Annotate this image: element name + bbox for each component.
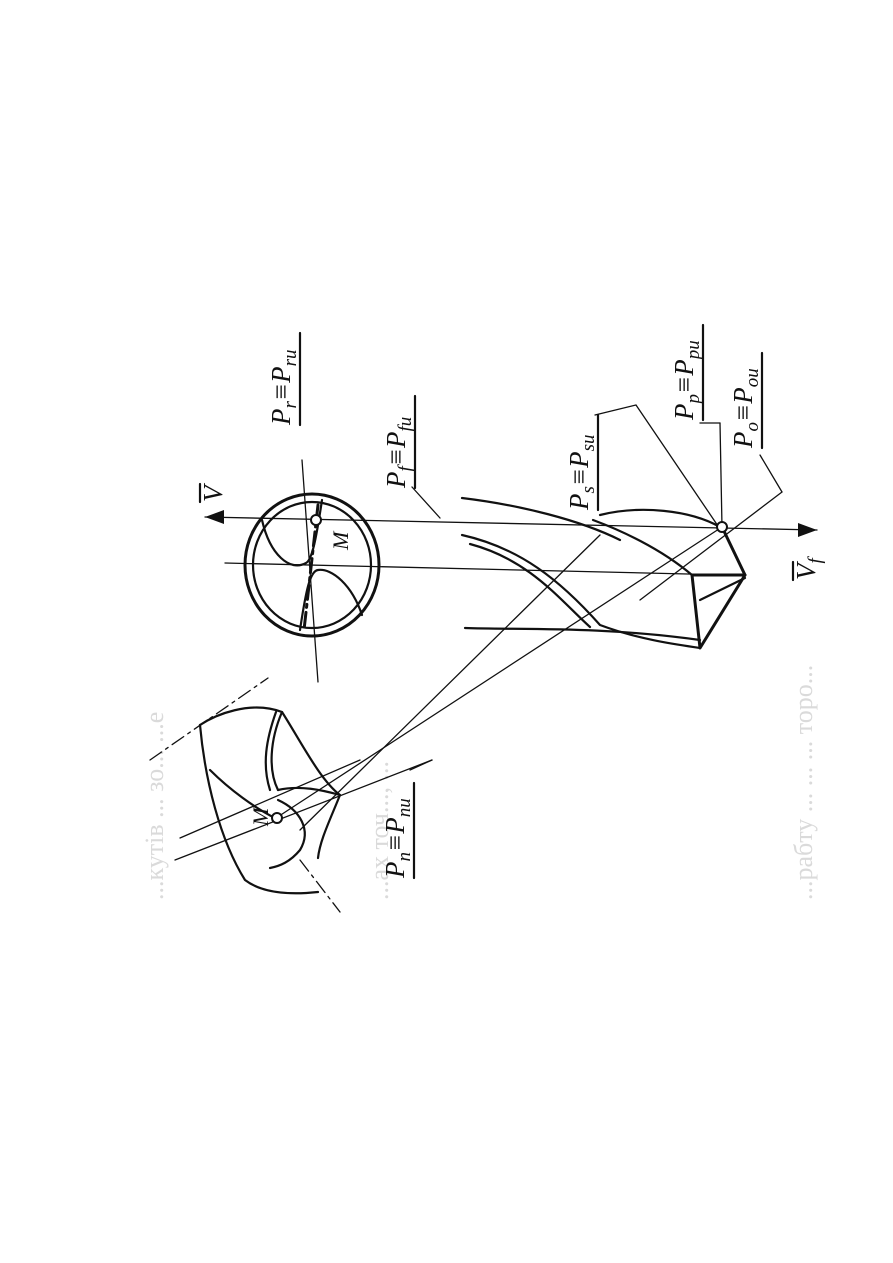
vf-arrowhead-icon — [798, 523, 817, 537]
detail-heel-line — [208, 768, 277, 820]
bleed-line-1: ...кутів ... зо... ...е — [140, 712, 169, 900]
bleed-through-text: ...кутів ... зо... ...е ...ах точ..., ..… — [140, 665, 818, 900]
bleed-line-3: ...рабту ... ... ... торо... — [789, 665, 818, 900]
point-m-end-view-icon — [310, 514, 322, 526]
svg-text:Vf: Vf — [791, 556, 826, 581]
section-detail-view — [149, 677, 361, 913]
pp-plane-trace — [719, 422, 723, 528]
drill-flute-helix-2 — [468, 542, 592, 629]
drill-side-view — [460, 496, 747, 650]
label-pp: Pp≡Ppu — [669, 323, 705, 422]
end-view-outer-circle — [243, 492, 381, 638]
detail-lip-upper — [276, 786, 342, 797]
svg-text:Po≡Pou: Po≡Pou — [728, 368, 763, 449]
detail-outline-left — [198, 723, 320, 895]
detail-lip-lower — [268, 798, 306, 870]
reference-lines — [174, 404, 818, 861]
label-pn: Pn≡Pnu — [380, 781, 416, 880]
detail-outline-right — [198, 706, 342, 860]
drill-tip-margin — [698, 576, 747, 602]
label-m-detail: M — [248, 806, 273, 827]
label-pf: Pf≡Pfu — [381, 394, 417, 490]
detail-ref-line — [179, 759, 361, 839]
drill-tip-lower — [690, 573, 747, 650]
detail-cut-line-top — [149, 677, 269, 761]
po-leader-line — [759, 454, 783, 493]
drill-flute-helix-1 — [460, 533, 702, 650]
section-line-long — [272, 526, 723, 821]
svg-text:Pf≡Pfu: Pf≡Pfu — [381, 417, 416, 489]
label-ps: Ps≡Psu — [564, 413, 600, 512]
end-view-inner-circle — [251, 500, 373, 630]
detail-flute-edge — [270, 710, 284, 792]
label-v: V — [198, 482, 228, 504]
point-m-detail-icon — [271, 812, 283, 824]
drill-contour-bottom — [463, 626, 702, 642]
svg-text:Pr≡Pru: Pr≡Pru — [266, 349, 301, 426]
drill-end-view — [243, 492, 381, 638]
v-arrowhead-icon — [205, 510, 224, 524]
label-vf: Vf — [791, 556, 826, 582]
section-line-2 — [299, 534, 601, 831]
ps-leader-tick — [594, 404, 637, 416]
po-plane-trace — [639, 491, 783, 601]
ps-plane-trace — [635, 404, 719, 527]
velocity-axis-line — [204, 516, 818, 531]
svg-text:Ps≡Psu: Ps≡Psu — [564, 434, 599, 511]
drill-tip-upper — [690, 525, 747, 577]
end-view-flute-1 — [260, 498, 324, 567]
svg-text:V: V — [198, 482, 228, 502]
label-pr: Pr≡Pru — [266, 331, 302, 427]
svg-text:Pn≡Pnu: Pn≡Pnu — [380, 798, 415, 879]
detail-margin-edge — [264, 710, 278, 792]
point-m-side-view-icon — [716, 521, 728, 533]
drill-lip-edge — [598, 508, 722, 529]
label-m-end-view: M — [328, 530, 353, 551]
drill-flute-helix-3 — [591, 518, 694, 577]
detail-cut-line-bottom — [299, 859, 341, 913]
end-view-flute-2 — [298, 568, 364, 632]
svg-text:Pp≡Ppu: Pp≡Ppu — [669, 340, 704, 421]
pn-plane-trace — [174, 759, 433, 861]
pf-leader-line — [411, 486, 441, 519]
plane-labels: Pr≡Pru Pf≡Pfu Ps≡Psu Pp≡Ppu Po≡Pou Pn≡Pn… — [198, 323, 826, 880]
drill-contour-top — [460, 496, 622, 542]
label-po: Po≡Pou — [728, 351, 764, 450]
